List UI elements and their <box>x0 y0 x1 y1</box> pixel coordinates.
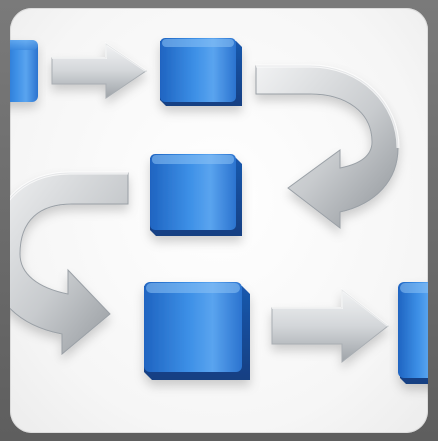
blue-block-icon <box>398 282 428 384</box>
icon-card <box>10 8 428 433</box>
blue-block-icon <box>144 282 250 380</box>
row-3 <box>144 282 428 384</box>
u-turn-arrow-icon <box>256 66 398 228</box>
blue-block-icon <box>10 40 38 102</box>
straight-arrow-icon <box>52 44 146 98</box>
blue-block-icon <box>160 38 242 106</box>
blue-block-icon <box>150 154 242 236</box>
straight-arrow-icon <box>272 290 388 362</box>
process-flow-illustration <box>10 8 428 433</box>
u-turn-arrow-icon <box>10 173 128 354</box>
